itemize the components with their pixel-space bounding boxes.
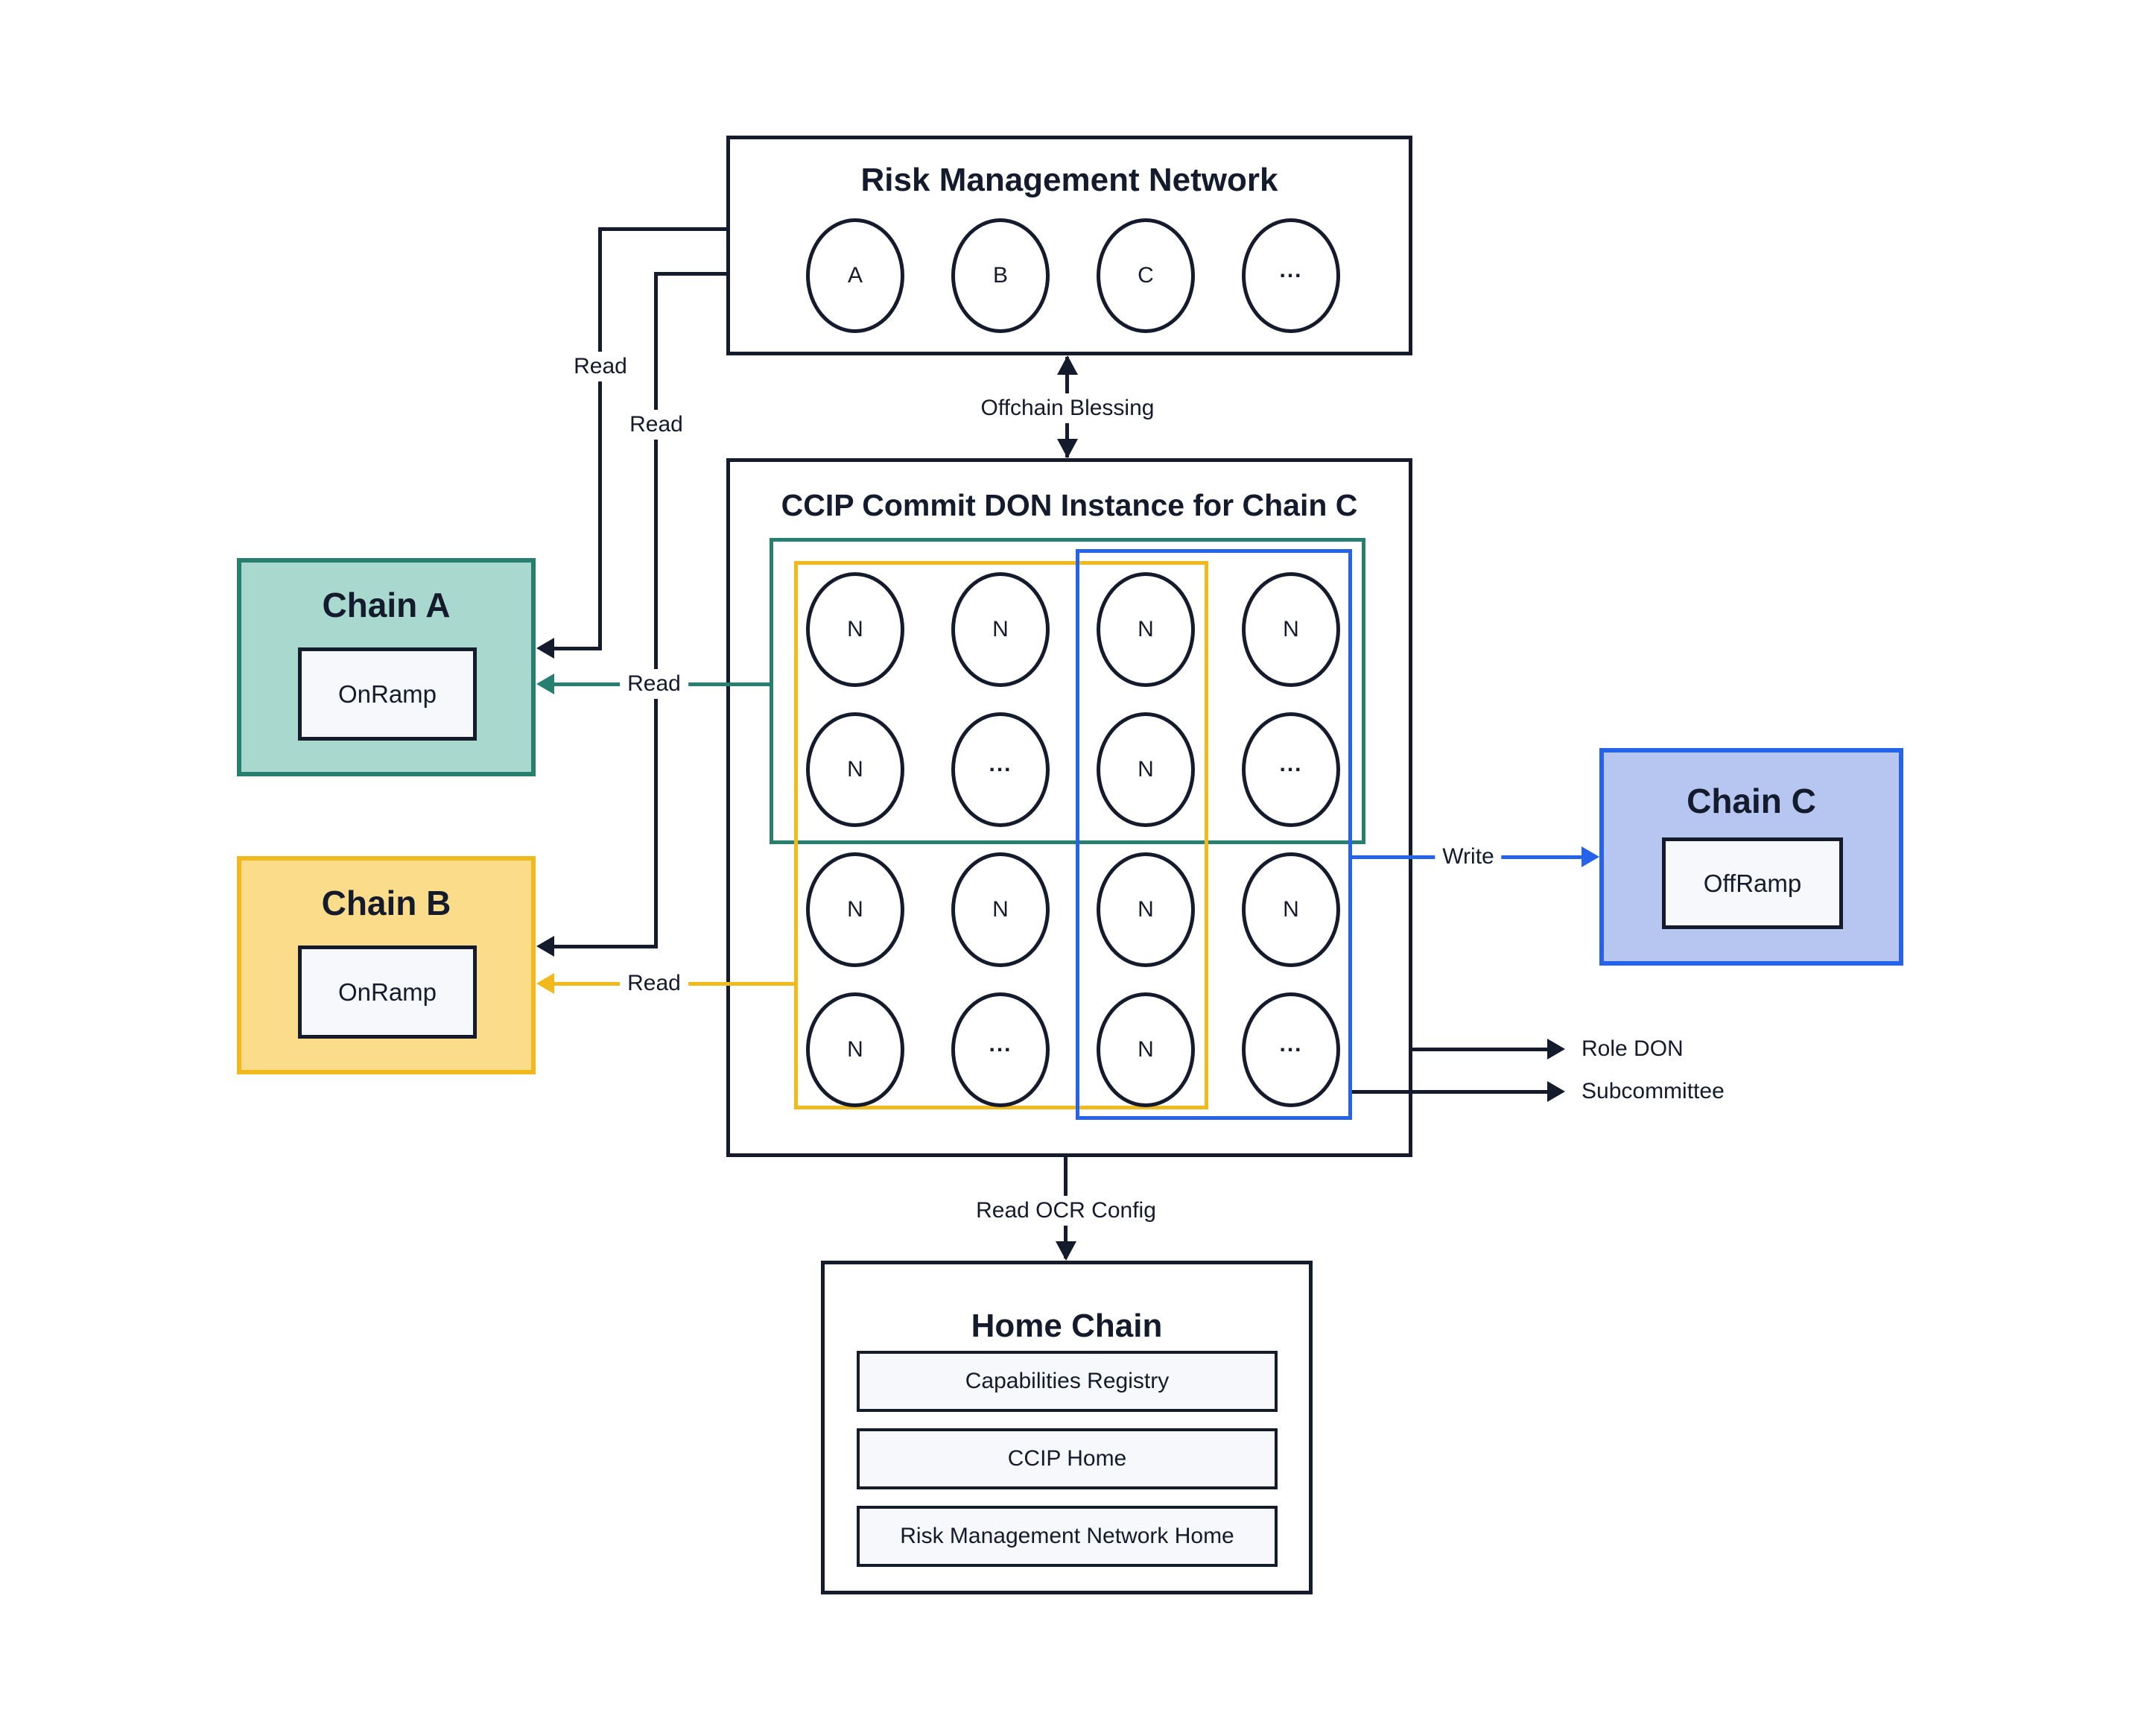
don-node-label: N xyxy=(1283,897,1299,922)
don-node: N xyxy=(806,712,904,827)
chain-a-onramp-box: OnRamp xyxy=(298,647,477,741)
chain-b-onramp-box: OnRamp xyxy=(298,945,477,1039)
capabilities-registry-box: Capabilities Registry xyxy=(857,1351,1278,1412)
don-node: ... xyxy=(951,992,1050,1107)
rmn-nodes: A B C... xyxy=(806,218,1340,333)
chain-c-offramp-box: OffRamp xyxy=(1662,837,1843,929)
edge-rmn-chain-a-segment xyxy=(600,227,726,231)
chain-a-title: Chain A xyxy=(322,586,451,624)
arrowhead-into-chain-a xyxy=(536,638,554,659)
rmn-node: ... xyxy=(1242,218,1340,333)
don-node: N xyxy=(1097,852,1195,967)
don-node-label: N xyxy=(992,897,1009,922)
don-node-label: ... xyxy=(1279,752,1303,776)
edge-label-read: Read xyxy=(620,669,688,699)
rmn-node-label: A xyxy=(847,263,863,288)
don-node-label: N xyxy=(847,757,863,782)
chain-b-title: Chain B xyxy=(321,884,451,922)
don-node-label: N xyxy=(1283,617,1299,642)
rmn-node: B xyxy=(951,218,1050,333)
arrowhead-into-chain-b xyxy=(536,936,554,957)
don-node: N xyxy=(1097,572,1195,687)
chain-a-reader-subset-outline xyxy=(770,538,1365,844)
don-node: N xyxy=(1097,712,1195,827)
don-node: ... xyxy=(1242,992,1340,1107)
edge-role-don-line xyxy=(1412,1048,1547,1051)
arrowhead-into-home-chain xyxy=(1056,1241,1076,1261)
arrowhead-subcommittee xyxy=(1547,1081,1565,1102)
arrowhead-up-into-rmn xyxy=(1057,355,1078,375)
arrowhead-blue-into-chain-c xyxy=(1582,846,1599,867)
don-node-label: N xyxy=(1138,897,1154,922)
don-node: N xyxy=(1242,852,1340,967)
don-node: N xyxy=(806,572,904,687)
don-node: N xyxy=(1242,572,1340,687)
don-node-label: ... xyxy=(989,752,1012,776)
rmn-node-label: B xyxy=(992,263,1008,288)
home-chain-box: Home Chain Capabilities Registry CCIP Ho… xyxy=(821,1261,1313,1594)
risk-management-network-box: Risk Management Network A B C... xyxy=(726,136,1412,355)
don-nodes: N N N N N... N... N N N N N... N... xyxy=(806,572,1340,1107)
don-node-label: ... xyxy=(1279,1032,1303,1057)
edge-label-read: Read xyxy=(620,969,688,998)
rmn-node: C xyxy=(1097,218,1195,333)
don-node: ... xyxy=(951,712,1050,827)
edge-label-offchain-blessing: Offchain Blessing xyxy=(973,393,1162,423)
home-chain-title: Home Chain xyxy=(971,1308,1163,1344)
edge-label-write: Write xyxy=(1435,842,1502,872)
arrowhead-gold-into-chain-b xyxy=(536,973,554,994)
edge-subcommittee-line xyxy=(1352,1090,1547,1094)
arrowhead-down-into-don xyxy=(1057,439,1078,458)
edge-rmn-chain-a-segment xyxy=(598,227,602,650)
don-node: N xyxy=(951,852,1050,967)
chain-c-writer-subset-outline xyxy=(1076,549,1352,1120)
arrowhead-teal-into-chain-a xyxy=(536,674,554,694)
edge-label-subcommittee: Subcommittee xyxy=(1582,1077,1725,1106)
risk-management-network-title: Risk Management Network xyxy=(860,162,1278,198)
don-node: N xyxy=(1097,992,1195,1107)
chain-a-box: Chain A OnRamp xyxy=(237,558,536,776)
chain-c-box: Chain C OffRamp xyxy=(1599,748,1903,966)
edge-rmn-chain-b-segment xyxy=(654,272,658,948)
risk-management-network-home-box: Risk Management Network Home xyxy=(857,1506,1278,1567)
don-node-label: N xyxy=(847,1037,863,1062)
edge-label-read-ocr-config: Read OCR Config xyxy=(968,1196,1164,1226)
don-node: N xyxy=(806,992,904,1107)
don-node-label: ... xyxy=(989,1032,1012,1057)
don-node-label: N xyxy=(847,897,863,922)
edge-rmn-chain-a-segment xyxy=(553,647,600,650)
chain-b-box: Chain B OnRamp xyxy=(237,856,536,1074)
edge-label-role-don: Role DON xyxy=(1582,1034,1684,1064)
don-node: N xyxy=(806,852,904,967)
ccip-commit-don-title: CCIP Commit DON Instance for Chain C xyxy=(781,488,1358,522)
rmn-node: A xyxy=(806,218,904,333)
don-node-label: N xyxy=(1138,757,1154,782)
arrowhead-role-don xyxy=(1547,1039,1565,1059)
don-node: ... xyxy=(1242,712,1340,827)
edge-label-read: Read xyxy=(622,410,691,440)
don-node-label: N xyxy=(847,617,863,642)
don-node-label: N xyxy=(1138,1037,1154,1062)
edge-rmn-chain-b-segment xyxy=(553,945,656,948)
ccip-home-box: CCIP Home xyxy=(857,1428,1278,1489)
rmn-node-label: ... xyxy=(1279,258,1303,282)
chain-b-reader-subset-outline xyxy=(794,561,1208,1109)
don-node-label: N xyxy=(1138,617,1154,642)
edge-label-read: Read xyxy=(566,352,635,381)
rmn-node-label: C xyxy=(1138,263,1154,288)
chain-c-title: Chain C xyxy=(1687,782,1816,820)
edge-rmn-chain-b-segment xyxy=(656,272,726,276)
don-node-label: N xyxy=(992,617,1009,642)
don-node: N xyxy=(951,572,1050,687)
